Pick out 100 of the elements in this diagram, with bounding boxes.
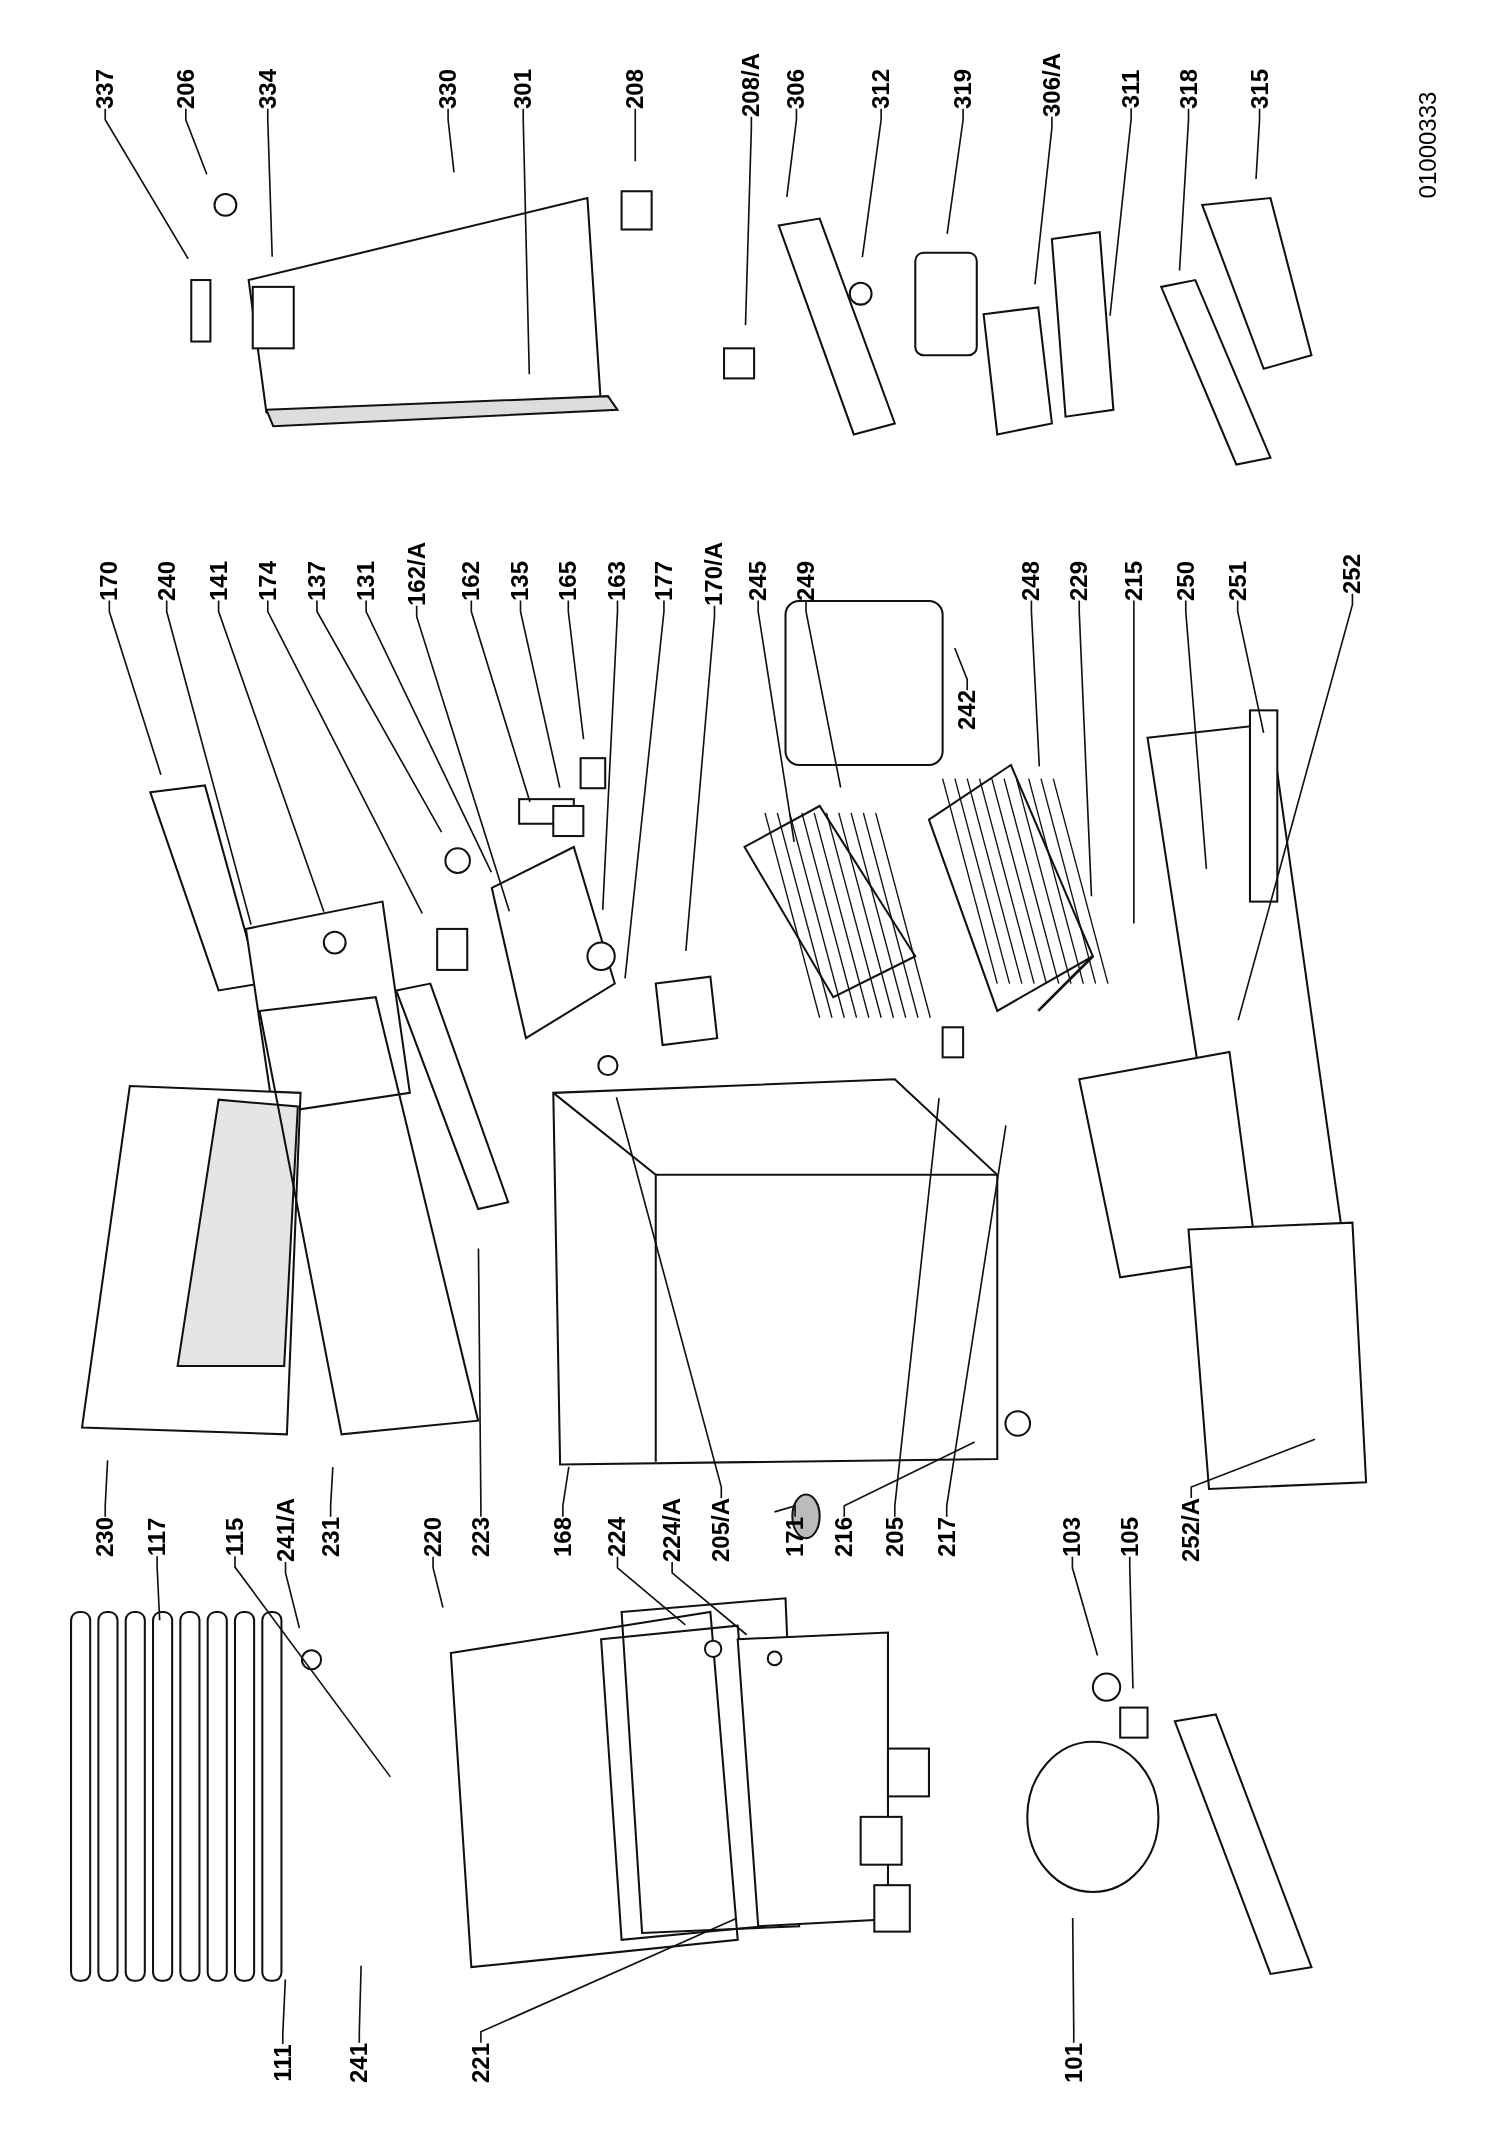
callout-number: 111 (270, 2044, 295, 2082)
callout-number: 311 (1119, 69, 1144, 109)
callout-number: 230 (93, 1516, 118, 1557)
leader-line (786, 108, 798, 198)
leader-line (480, 1918, 736, 2044)
leader-line (477, 1247, 482, 1518)
callout-number: 330 (436, 68, 461, 109)
leader-line (108, 599, 162, 776)
callout-number: 319 (951, 68, 976, 109)
leader-line (1030, 599, 1041, 768)
callout-number: 205/A (709, 1498, 734, 1563)
leader-line (156, 1555, 161, 1621)
callout-number: 206 (173, 68, 198, 109)
leader-line (1071, 1556, 1099, 1657)
leader-line (1237, 592, 1354, 1022)
callout-number: 306 (784, 68, 809, 109)
leader-line (217, 599, 325, 913)
leader-line (470, 599, 531, 803)
callout-number: 306/A (1039, 52, 1064, 117)
callout-number: 224/A (660, 1498, 685, 1563)
leader-line (616, 1556, 687, 1626)
leader-line (1255, 108, 1261, 180)
callout-number: 221 (468, 2042, 493, 2083)
callout-number: 177 (651, 560, 676, 601)
callout-number: 115 (222, 1517, 247, 1557)
callout-number: 334 (255, 68, 280, 109)
leader-line (861, 108, 882, 258)
leader-line (104, 108, 189, 260)
leader-line (562, 1465, 570, 1518)
leader-line (358, 1964, 362, 2044)
leader-line (519, 599, 561, 789)
leader-line (104, 1459, 109, 1518)
leader-line (953, 647, 969, 692)
callout-number: 249 (794, 560, 818, 601)
callout-number: 252/A (1179, 1498, 1204, 1563)
leader-line (266, 599, 424, 915)
leader-line (1078, 599, 1093, 897)
leader-line (685, 604, 716, 952)
callout-number: 174 (255, 560, 280, 601)
leader-line (432, 1556, 444, 1609)
leader-line (1133, 599, 1135, 925)
leader-line (1184, 599, 1208, 870)
leader-line (805, 599, 842, 789)
callout-number: 242 (955, 690, 980, 731)
leader-line (567, 599, 585, 741)
callout-number: 231 (318, 1516, 343, 1557)
callout-number: 101 (1061, 2042, 1086, 2083)
leader-line (165, 599, 252, 926)
leader-line (601, 599, 619, 911)
callout-number: 315 (1247, 68, 1272, 109)
callout-number: 220 (421, 1516, 446, 1557)
leader-line (282, 1978, 287, 2045)
callout-number: 251 (1225, 560, 1250, 601)
callout-number: 301 (511, 68, 536, 109)
callout-number: 241/A (273, 1498, 298, 1563)
callout-number: 241 (347, 2042, 372, 2083)
callout-number: 215 (1121, 560, 1146, 601)
callout-number: 131 (354, 560, 379, 601)
callout-number: 252 (1340, 553, 1365, 594)
leader-line (946, 108, 964, 235)
leader-line (843, 1441, 976, 1518)
leader-line (1071, 1917, 1075, 2044)
callout-number: 170/A (702, 541, 727, 606)
callout-number: 163 (605, 560, 630, 601)
callout-number: 224 (605, 1516, 630, 1557)
callout-number: 141 (206, 560, 231, 601)
leader-line (671, 1561, 748, 1636)
callout-number: 208 (623, 68, 648, 109)
callout-number: 223 (468, 1516, 493, 1557)
leader-line (316, 599, 443, 833)
leader-line (415, 604, 511, 913)
callout-number: 137 (304, 560, 329, 601)
callout-number: 103 (1060, 1516, 1085, 1557)
callout-number: 162/A (404, 541, 429, 606)
callout-number: 105 (1117, 1516, 1142, 1557)
leader-line (185, 108, 208, 176)
callout-number: 162 (459, 560, 484, 601)
leader-line (744, 115, 753, 326)
callout-number: 250 (1173, 560, 1198, 601)
leader-line (365, 599, 493, 873)
leader-line (615, 1096, 723, 1499)
callout-number: 117 (145, 1517, 170, 1557)
leader-line (945, 1124, 1007, 1518)
callout-number: 170 (97, 560, 122, 601)
leader-line (893, 1097, 940, 1518)
callout-number: 217 (934, 1516, 959, 1557)
leader-line (329, 1466, 334, 1518)
leader-line (1236, 599, 1265, 734)
leader-line (266, 108, 273, 258)
leader-line (773, 1504, 796, 1518)
callout-number: 216 (832, 1516, 857, 1557)
leader-line (1034, 115, 1053, 286)
leader-line (757, 599, 795, 843)
callout-number: 135 (508, 560, 533, 601)
callout-number: 312 (869, 68, 894, 109)
callout-number: 248 (1019, 560, 1044, 601)
callout-number: 171 (783, 1516, 808, 1557)
callout-number: 168 (550, 1516, 575, 1557)
leader-line (522, 108, 531, 376)
callout-number: 165 (556, 560, 581, 601)
